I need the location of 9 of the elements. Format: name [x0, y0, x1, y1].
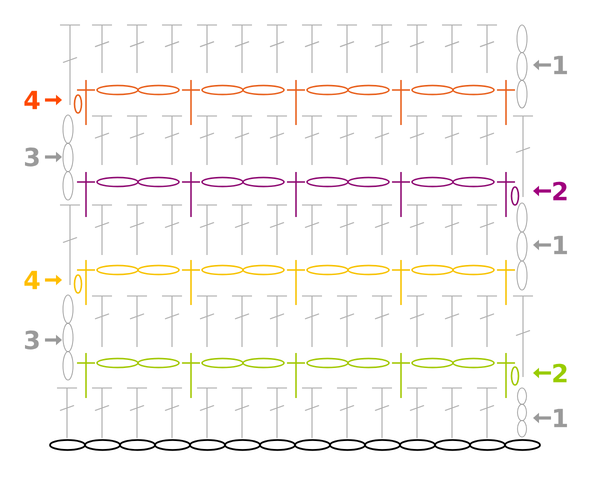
- row-number: 1: [554, 408, 567, 428]
- row-number: 4: [24, 270, 40, 290]
- row-number: 2: [553, 182, 567, 200]
- row-number: 3: [24, 148, 39, 166]
- row-number: 1: [554, 236, 567, 254]
- row-number: 2: [553, 364, 567, 382]
- row-number: 1: [554, 56, 567, 74]
- row-number: 4: [24, 90, 40, 110]
- row-number: 3: [24, 330, 39, 350]
